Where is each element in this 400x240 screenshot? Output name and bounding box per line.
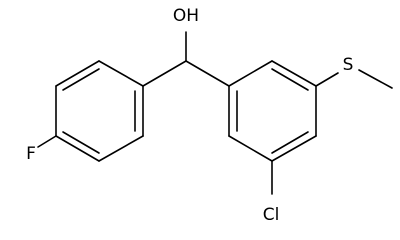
bond-c-f — [37, 135, 57, 148]
atom-label-chlorine: Cl — [263, 205, 280, 225]
double-bond-inner-2 — [62, 131, 100, 154]
fluorophenyl-ring — [55, 60, 144, 162]
bond-ring1-ch — [142, 60, 187, 87]
bond-d5-d6 — [228, 135, 273, 162]
bond-d4-d5 — [271, 135, 317, 162]
atom-label-fluorine: F — [26, 144, 36, 164]
bond-c1-c2 — [98, 60, 144, 87]
atom-label-hydroxyl: OH — [173, 6, 199, 26]
double-bond-inner-4 — [271, 68, 309, 91]
atom-label-sulfur: S — [343, 55, 354, 75]
double-bond-inner-1 — [62, 68, 100, 91]
bond-d1-d2 — [228, 60, 273, 87]
structure-diagram: OH F Cl S — [26, 6, 393, 225]
chloro-methylthio-phenyl-ring — [228, 60, 317, 162]
bond-d2-d3 — [271, 60, 317, 87]
bond-c4-c5 — [55, 135, 100, 162]
bond-c5-c6 — [98, 135, 144, 162]
bond-ch-ring2 — [185, 60, 230, 87]
bond-s-methyl — [358, 69, 393, 89]
bond-c2-c3 — [55, 60, 100, 87]
double-bond-inner-5 — [271, 131, 309, 154]
bond-c-s — [315, 72, 339, 87]
